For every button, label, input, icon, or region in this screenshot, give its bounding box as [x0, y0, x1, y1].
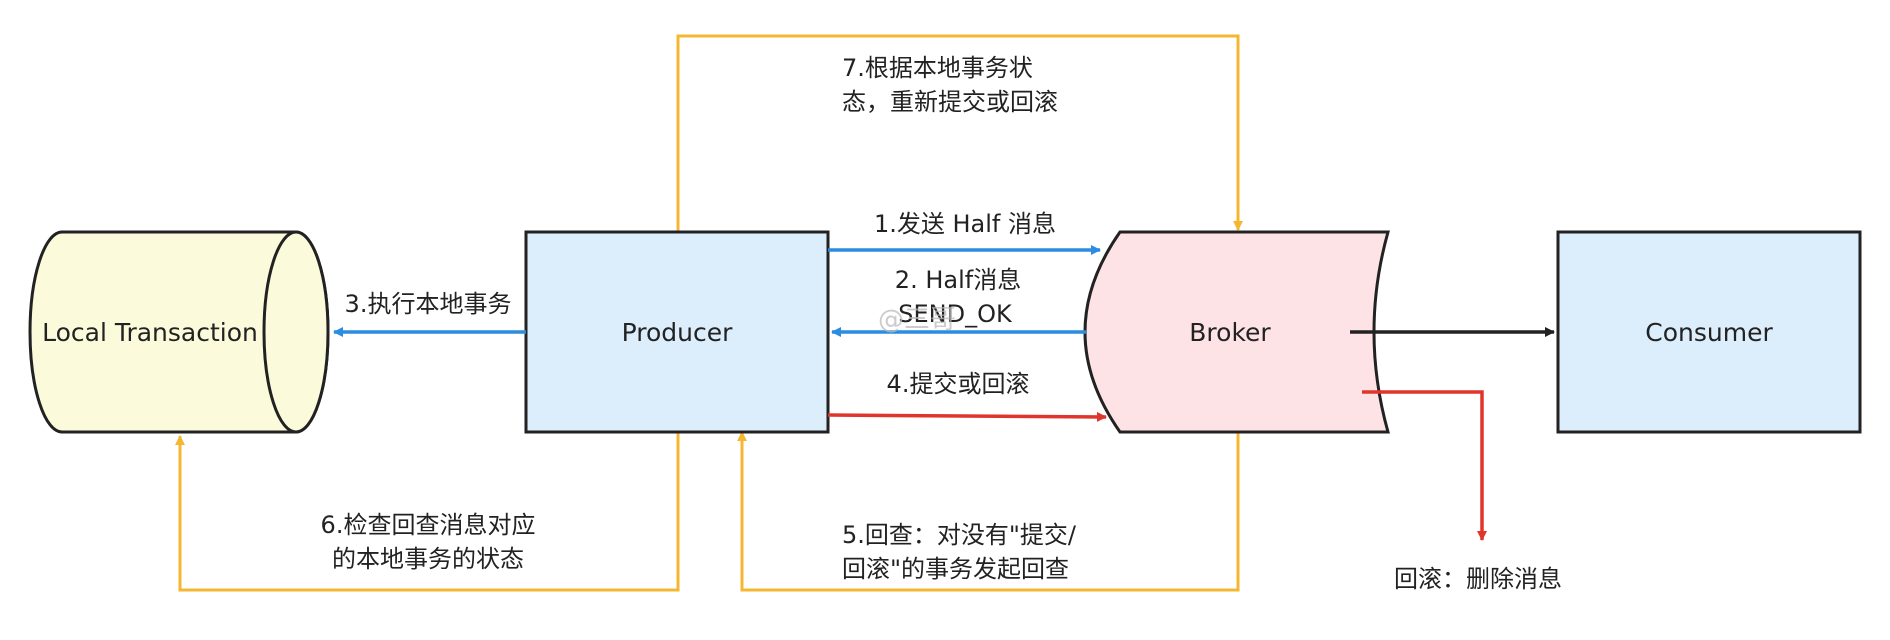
step6-label-line1: 6.检查回查消息对应	[321, 511, 536, 539]
producer-label: Producer	[622, 318, 734, 347]
local-transaction-node: Local Transaction	[28, 230, 330, 434]
consumer-node: Consumer	[1556, 230, 1862, 434]
producer-node: Producer	[524, 230, 830, 434]
watermark: @三哥	[878, 305, 956, 335]
broker-node: Broker	[1083, 230, 1390, 434]
step5-label-line1: 5.回查：对没有"提交/	[842, 521, 1077, 549]
step5-label-line2: 回滚"的事务发起回查	[842, 555, 1069, 583]
edge-rollback-delete-arrow	[1362, 390, 1487, 541]
step3-label: 3.执行本地事务	[345, 290, 512, 318]
step1-label: 1.发送 Half 消息	[874, 210, 1056, 238]
edge-step4-arrow	[827, 411, 1107, 422]
broker-label: Broker	[1189, 318, 1271, 347]
consumer-label: Consumer	[1645, 318, 1773, 347]
step2-label-line1: 2. Half消息	[895, 266, 1021, 294]
step6-label-line2: 的本地事务的状态	[332, 545, 524, 573]
edge-step6-line	[175, 433, 680, 592]
step4-label: 4.提交或回滚	[887, 370, 1030, 398]
consumer-box	[1556, 230, 1862, 434]
step7-label-line1: 7.根据本地事务状	[842, 54, 1033, 82]
local-transaction-label: Local Transaction	[42, 318, 258, 347]
step2-label-line2: SEND_OK	[898, 300, 1013, 328]
edge-step7-line	[676, 34, 1243, 232]
rollback-delete-label: 回滚：删除消息	[1394, 565, 1562, 593]
step7-label-line2: 态，重新提交或回滚	[842, 88, 1058, 116]
broker-shape	[1083, 230, 1390, 434]
producer-box	[524, 230, 830, 434]
local-transaction-cap	[262, 230, 330, 434]
edge-step5-line	[737, 431, 1240, 592]
